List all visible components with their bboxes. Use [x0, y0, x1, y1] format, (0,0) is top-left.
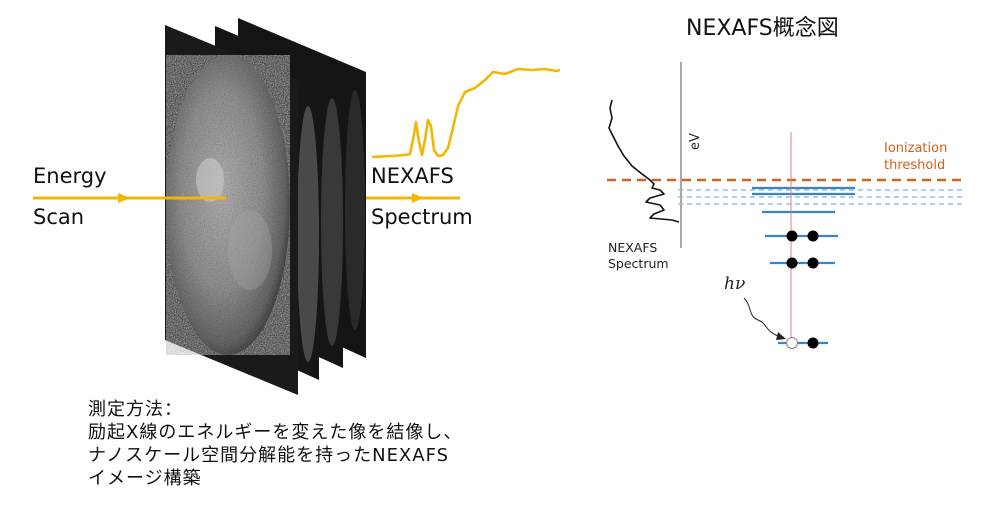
electrons	[786, 230, 819, 349]
concept-spectrum-line1: NEXAFS	[608, 240, 658, 255]
scan-label: Scan	[33, 205, 85, 229]
method-line2: 励起X線のエネルギーを変えた像を結像し、	[88, 422, 463, 443]
method-description: 測定方法： 励起X線のエネルギーを変えた像を結像し、 ナノスケール空間分解能を持…	[88, 398, 462, 490]
energy-levels	[752, 186, 855, 345]
method-line1: 測定方法：	[88, 399, 183, 420]
ev-axis-label: eV	[688, 133, 703, 150]
photon-label: hν	[724, 274, 746, 294]
concept-spectrum-line2: Spectrum	[608, 256, 669, 271]
incident-beam	[33, 193, 226, 203]
transmitted-beam	[366, 193, 460, 203]
ionization-line2: threshold	[884, 158, 946, 173]
spectrum-label: Spectrum	[371, 205, 473, 229]
photon-arrow	[743, 297, 779, 337]
specimen-disc	[166, 55, 290, 355]
energy-label: Energy	[33, 164, 107, 188]
image-stack	[165, 18, 366, 395]
nexafs-curve	[371, 67, 561, 159]
nexafs-label: NEXAFS	[371, 164, 454, 188]
ionization-label: Ionization threshold	[884, 140, 947, 174]
method-line3: ナノスケール空間分解能を持ったNEXAFS	[88, 445, 450, 466]
concept-spectrum-label: NEXAFS Spectrum	[608, 240, 669, 272]
concept-title: NEXAFS概念図	[686, 16, 839, 41]
ionization-line1: Ionization	[884, 141, 948, 156]
method-line4: イメージ構築	[88, 468, 202, 489]
concept-spectrum	[608, 99, 680, 223]
core-hole	[786, 337, 798, 349]
